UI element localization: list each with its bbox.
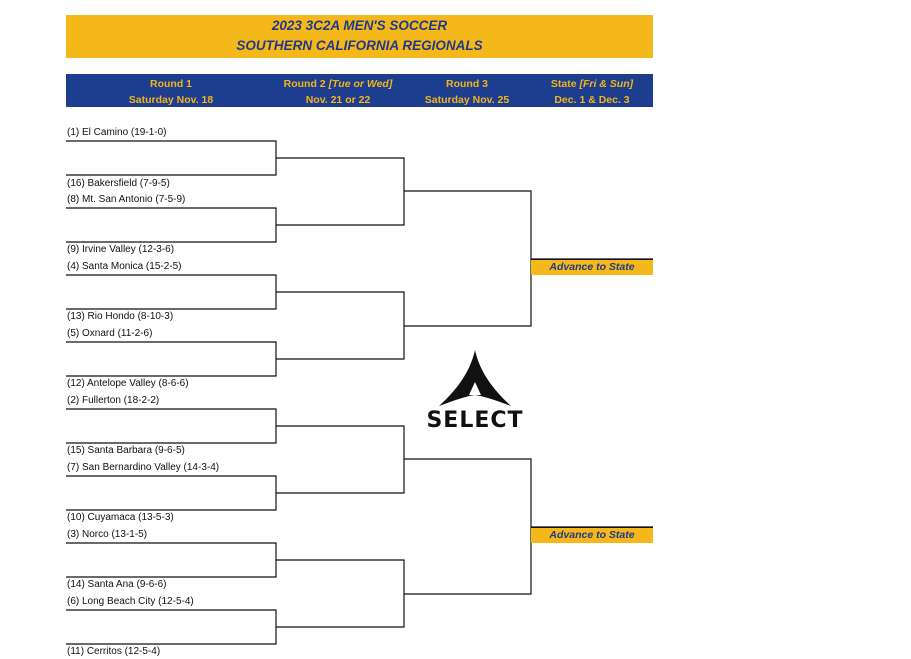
match-line-3	[66, 274, 277, 310]
r2-line-3	[276, 425, 405, 494]
select-logo-text: SELECT	[426, 408, 524, 433]
team-slot-12: (10) Cuyamaca (13-5-3)	[67, 512, 174, 523]
header-round-2-label: Round 2	[283, 78, 326, 90]
r3-line-2	[404, 458, 532, 595]
state-lines	[531, 258, 653, 528]
bracket-title: 2023 3C2A MEN'S SOCCER SOUTHERN CALIFORN…	[66, 15, 653, 58]
team-slot-5: (4) Santa Monica (15-2-5)	[67, 261, 182, 272]
round-header-bar: Round 1 Saturday Nov. 18 Round 2 [Tue or…	[66, 74, 653, 107]
team-slot-1: (1) El Camino (19-1-0)	[67, 127, 167, 138]
match-line-4	[66, 341, 277, 377]
header-round-3-date: Saturday Nov. 25	[424, 93, 510, 106]
team-slot-4: (9) Irvine Valley (12-3-6)	[67, 244, 175, 255]
r2-line-4	[276, 559, 405, 628]
header-state: State [Fri & Sun] Dec. 1 & Dec. 3	[527, 77, 657, 108]
soccer-ball-triangle-icon	[439, 350, 511, 406]
r2-line-1	[276, 157, 405, 226]
team-slot-6: (13) Rio Hondo (8-10-3)	[67, 311, 174, 322]
header-round-2-date: Nov. 21 or 22	[305, 93, 371, 106]
header-state-title: State [Fri & Sun]	[527, 77, 657, 93]
select-logo: SELECT	[425, 348, 525, 433]
team-slot-13: (3) Norco (13-1-5)	[67, 529, 148, 540]
match-line-1	[66, 140, 277, 176]
header-round-3-label: Round 3	[446, 78, 488, 90]
round-1-lines	[66, 140, 277, 645]
match-line-8	[66, 609, 277, 645]
match-line-5	[66, 408, 277, 444]
r3-line-1	[404, 190, 532, 327]
round-2-lines	[276, 157, 405, 628]
match-line-2	[66, 207, 277, 243]
title-line-1: 2023 3C2A MEN'S SOCCER	[271, 18, 448, 33]
team-slot-14: (14) Santa Ana (9-6-6)	[67, 579, 167, 590]
team-slot-10: (15) Santa Barbara (9-6-5)	[67, 445, 185, 456]
header-state-date: Dec. 1 & Dec. 3	[554, 93, 630, 106]
header-round-2-note: [Tue or Wed]	[328, 78, 393, 90]
header-round-2-title: Round 2 [Tue or Wed]	[273, 77, 403, 93]
header-round-2: Round 2 [Tue or Wed] Nov. 21 or 22	[273, 77, 403, 108]
r2-line-2	[276, 291, 405, 360]
team-slot-16: (11) Cerritos (12-5-4)	[67, 646, 161, 657]
header-round-3: Round 3 Saturday Nov. 25	[402, 77, 532, 108]
team-slot-3: (8) Mt. San Antonio (7-5-9)	[67, 194, 186, 205]
title-line-2: SOUTHERN CALIFORNIA REGIONALS	[236, 38, 483, 53]
team-slot-2: (16) Bakersfield (7-9-5)	[67, 178, 170, 189]
team-slot-7: (5) Oxnard (11-2-6)	[67, 328, 153, 339]
header-round-1-label: Round 1	[150, 78, 192, 90]
team-slot-11: (7) San Bernardino Valley (14-3-4)	[67, 462, 220, 473]
team-slot-9: (2) Fullerton (18-2-2)	[67, 395, 160, 406]
header-state-note: [Fri & Sun]	[579, 78, 634, 90]
advance-to-state-top: Advance to State	[531, 259, 653, 275]
match-line-6	[66, 475, 277, 511]
match-line-7	[66, 542, 277, 578]
team-slot-8: (12) Antelope Valley (8-6-6)	[67, 378, 189, 389]
header-round-1-date: Saturday Nov. 18	[128, 93, 214, 106]
team-slot-15: (6) Long Beach City (12-5-4)	[67, 596, 194, 607]
advance-to-state-bottom: Advance to State	[531, 527, 653, 543]
header-round-1: Round 1 Saturday Nov. 18	[106, 77, 236, 108]
header-state-label: State	[550, 78, 577, 90]
